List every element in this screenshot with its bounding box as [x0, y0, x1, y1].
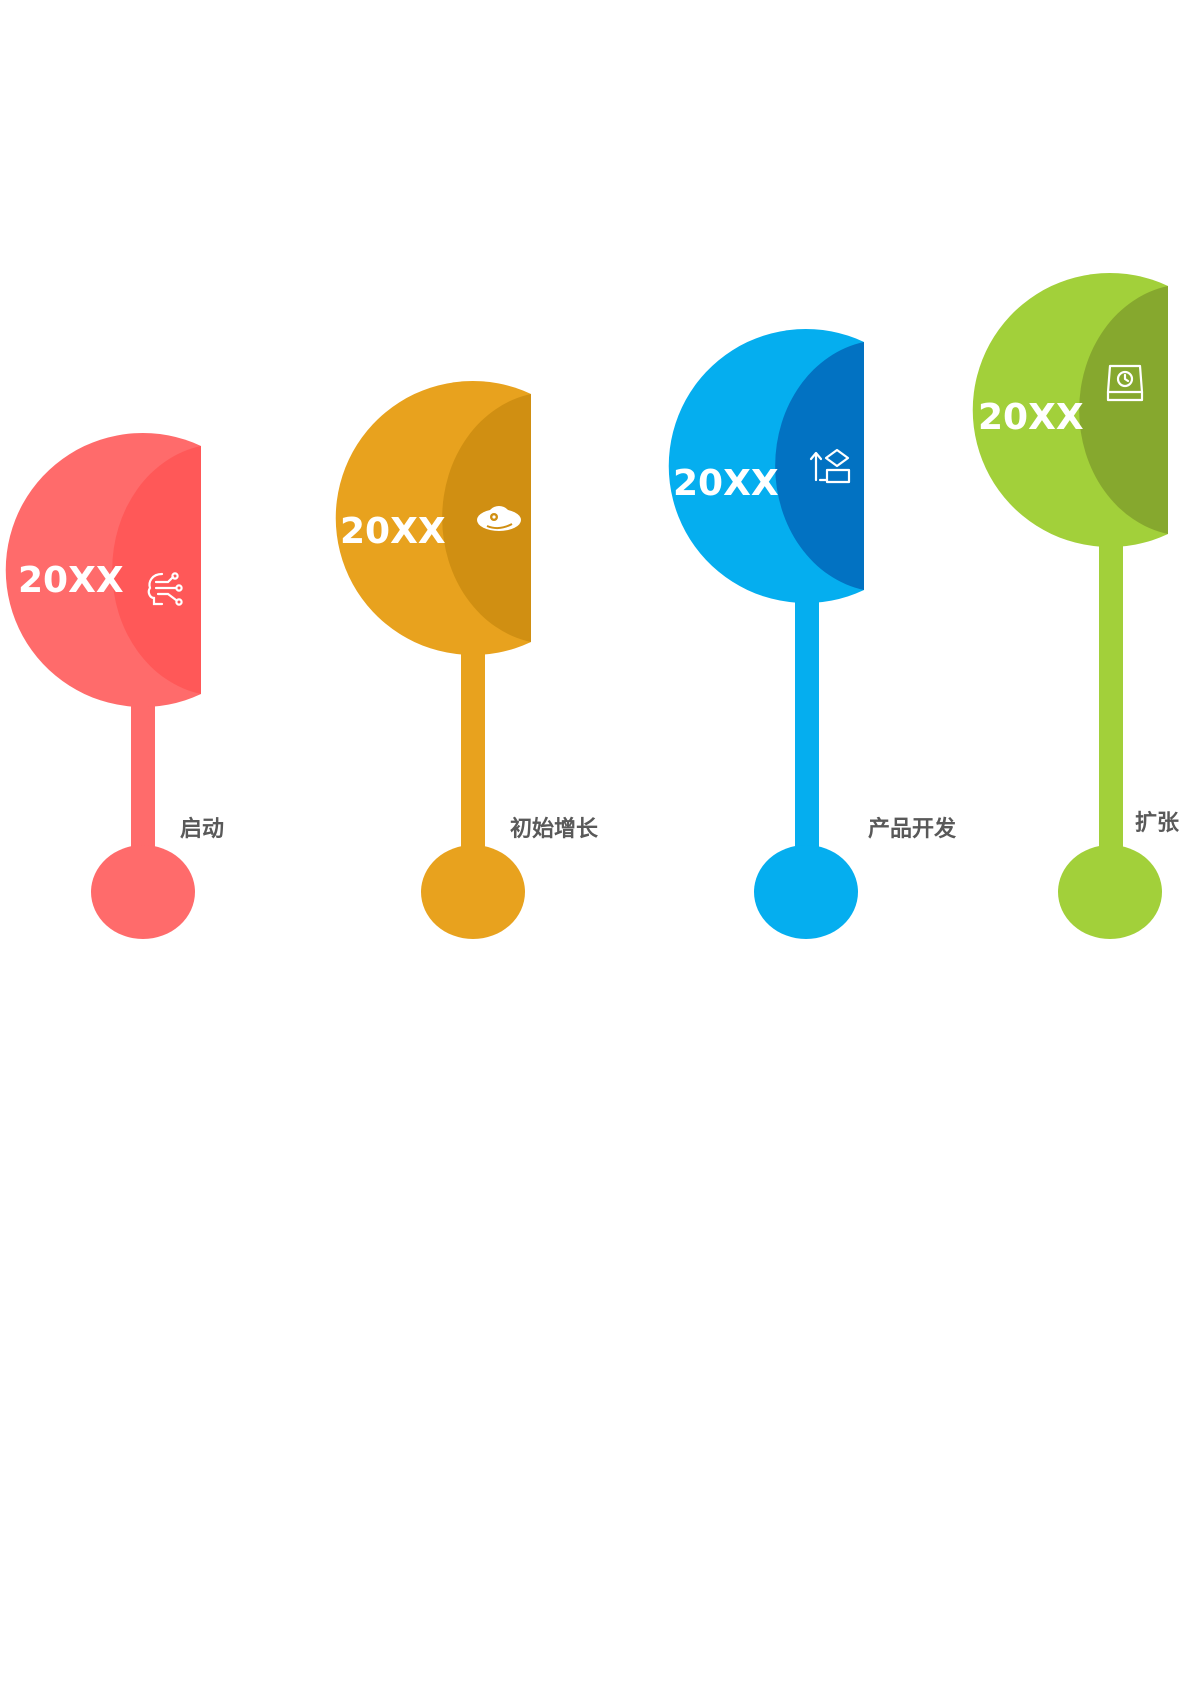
milestone-4: 20XX 扩张	[972, 272, 1180, 939]
milestone-4-head-shade	[1079, 286, 1168, 534]
shapes-upload-icon	[809, 448, 851, 484]
milestone-1-year: 20XX	[18, 560, 124, 601]
milestone-4-stem	[1099, 538, 1123, 865]
milestone-2: 20XX 初始增长	[335, 381, 599, 939]
milestone-4-label: 扩张	[1135, 811, 1180, 836]
milestone-3-label: 产品开发	[868, 816, 957, 842]
milestone-2-label: 初始增长	[510, 816, 599, 842]
milestone-3-year: 20XX	[673, 463, 779, 504]
milestone-4-endpoint	[1058, 845, 1162, 939]
milestone-1-stem	[131, 690, 155, 865]
device-clock-icon	[1106, 364, 1144, 402]
milestone-2-endpoint	[421, 845, 525, 939]
milestone-2-year: 20XX	[340, 511, 446, 552]
milestone-1-label: 启动	[180, 816, 224, 842]
brain-circuit-icon	[147, 572, 183, 606]
milestone-2-stem	[461, 640, 485, 865]
milestone-3-endpoint	[754, 845, 858, 939]
milestone-3-head-shade	[775, 342, 864, 590]
milestone-3: 20XX 产品开发	[668, 329, 957, 939]
milestone-4-year: 20XX	[978, 397, 1084, 438]
milestone-1-endpoint	[91, 845, 195, 939]
milestone-1: 20XX 启动	[5, 433, 224, 939]
planet-icon	[477, 506, 521, 531]
milestone-3-stem	[795, 590, 819, 865]
milestone-1-head-shade	[112, 446, 201, 694]
